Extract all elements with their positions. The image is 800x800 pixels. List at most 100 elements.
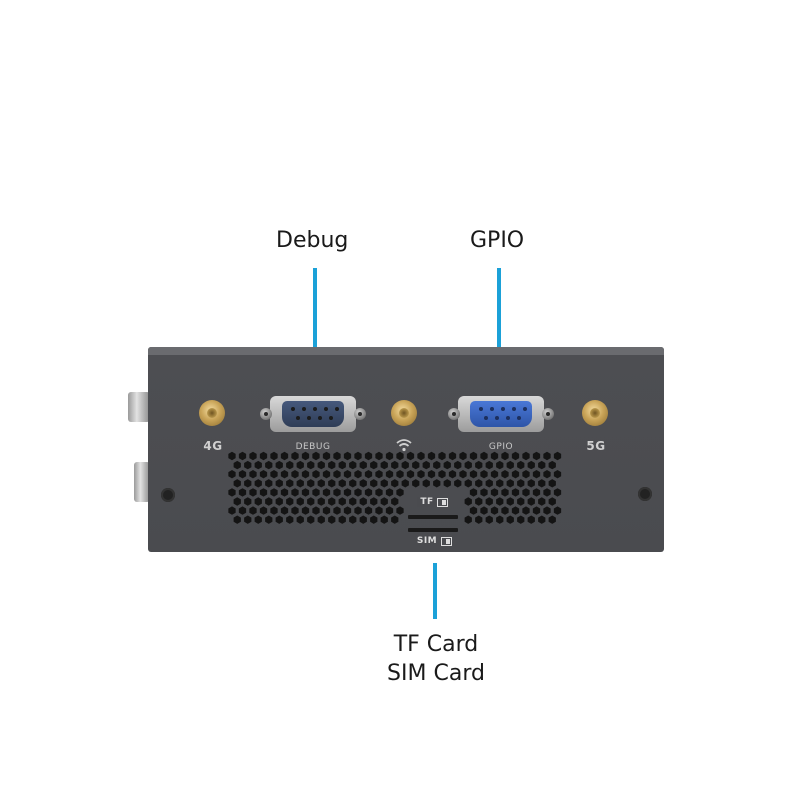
vent-hole: [249, 506, 257, 515]
vent-hole: [322, 470, 331, 479]
vent-hole: [249, 470, 257, 479]
vent-hole: [286, 460, 294, 470]
vent-hole: [275, 479, 283, 488]
card-slot-callout-line: [433, 563, 437, 619]
sim-card-slot[interactable]: [408, 528, 458, 532]
vent-hole: [438, 470, 446, 479]
vent-hole: [312, 451, 320, 461]
gpio-db9-connector[interactable]: [448, 396, 554, 432]
side-connector-bottom: [134, 462, 150, 502]
panel-top-edge: [148, 347, 664, 355]
vent-hole: [548, 479, 556, 488]
vent-hole: [506, 460, 514, 470]
vent-hole: [270, 451, 278, 461]
vent-hole: [312, 470, 320, 479]
vent-hole: [427, 470, 436, 479]
vent-hole: [275, 497, 283, 506]
vent-hole: [412, 460, 420, 470]
vent-hole: [522, 488, 530, 497]
vent-hole: [522, 470, 530, 479]
vent-hole: [553, 506, 562, 515]
vent-hole: [265, 497, 273, 506]
vent-hole: [501, 488, 509, 497]
vent-hole: [401, 479, 409, 488]
vent-hole: [522, 451, 530, 461]
debug-connector-face: [282, 401, 344, 427]
vent-hole: [496, 515, 504, 524]
vent-hole: [280, 488, 289, 497]
vent-hole: [396, 488, 404, 497]
vent-hole: [506, 479, 514, 488]
gpio-right-screw: [542, 408, 554, 420]
vent-hole: [291, 506, 299, 515]
vent-hole: [385, 470, 394, 479]
vent-hole: [375, 506, 383, 515]
vent-hole: [359, 479, 367, 488]
vent-hole: [296, 460, 304, 470]
vent-hole: [280, 451, 289, 461]
gpio-left-screw: [448, 408, 460, 420]
vent-hole: [328, 460, 336, 470]
vent-hole: [511, 488, 520, 497]
vent-hole: [338, 497, 346, 506]
vent-hole: [270, 506, 278, 515]
vent-hole: [485, 515, 493, 524]
vent-hole: [238, 470, 247, 479]
vent-hole: [543, 451, 551, 461]
vent-hole: [228, 488, 236, 497]
vent-hole: [338, 460, 346, 470]
vent-hole: [433, 479, 441, 488]
vent-hole: [548, 497, 556, 506]
vent-grille: [228, 451, 562, 524]
vent-hole: [553, 470, 562, 479]
vent-hole: [233, 515, 241, 524]
tf-slot-label: TF: [417, 497, 437, 507]
vent-hole: [490, 451, 499, 461]
vent-hole: [228, 506, 236, 515]
vent-hole: [296, 479, 304, 488]
vent-hole: [543, 488, 551, 497]
vent-hole: [527, 497, 535, 506]
vent-hole: [354, 488, 362, 497]
antenna-4g-connector[interactable]: [199, 400, 225, 426]
tf-card-slot[interactable]: [408, 515, 458, 519]
vent-hole: [349, 515, 357, 524]
vent-hole: [464, 515, 472, 524]
side-connector-top: [128, 392, 150, 422]
sim-slot-label: SIM: [416, 536, 438, 546]
vent-hole: [511, 451, 520, 461]
antenna-5g-connector[interactable]: [582, 400, 608, 426]
vent-hole: [270, 470, 278, 479]
vent-hole: [517, 497, 525, 506]
vent-hole: [511, 506, 520, 515]
vent-hole: [265, 479, 273, 488]
vent-hole: [328, 497, 336, 506]
sim-card-icon: [441, 537, 452, 546]
vent-hole: [443, 479, 451, 488]
vent-hole: [270, 488, 278, 497]
vent-hole: [291, 470, 299, 479]
vent-hole: [317, 515, 325, 524]
vent-hole: [543, 470, 551, 479]
vent-hole: [359, 515, 367, 524]
vent-hole: [375, 451, 383, 461]
debug-db9-connector[interactable]: [260, 396, 366, 432]
vent-hole: [333, 488, 341, 497]
debug-callout-line: [313, 268, 317, 380]
antenna-wifi-connector[interactable]: [391, 400, 417, 426]
vent-hole: [233, 497, 241, 506]
gpio-port-label: GPIO: [488, 442, 514, 452]
vent-hole: [475, 515, 483, 524]
vent-hole: [412, 479, 420, 488]
vent-hole: [506, 497, 514, 506]
vent-hole: [380, 460, 388, 470]
antenna-4g-label: 4G: [203, 439, 223, 453]
vent-hole: [517, 515, 525, 524]
vent-hole: [349, 497, 357, 506]
vent-hole: [354, 451, 362, 461]
vent-hole: [485, 479, 493, 488]
vent-hole: [265, 460, 273, 470]
vent-hole: [538, 479, 546, 488]
vent-hole: [480, 470, 488, 479]
vent-hole: [475, 460, 483, 470]
